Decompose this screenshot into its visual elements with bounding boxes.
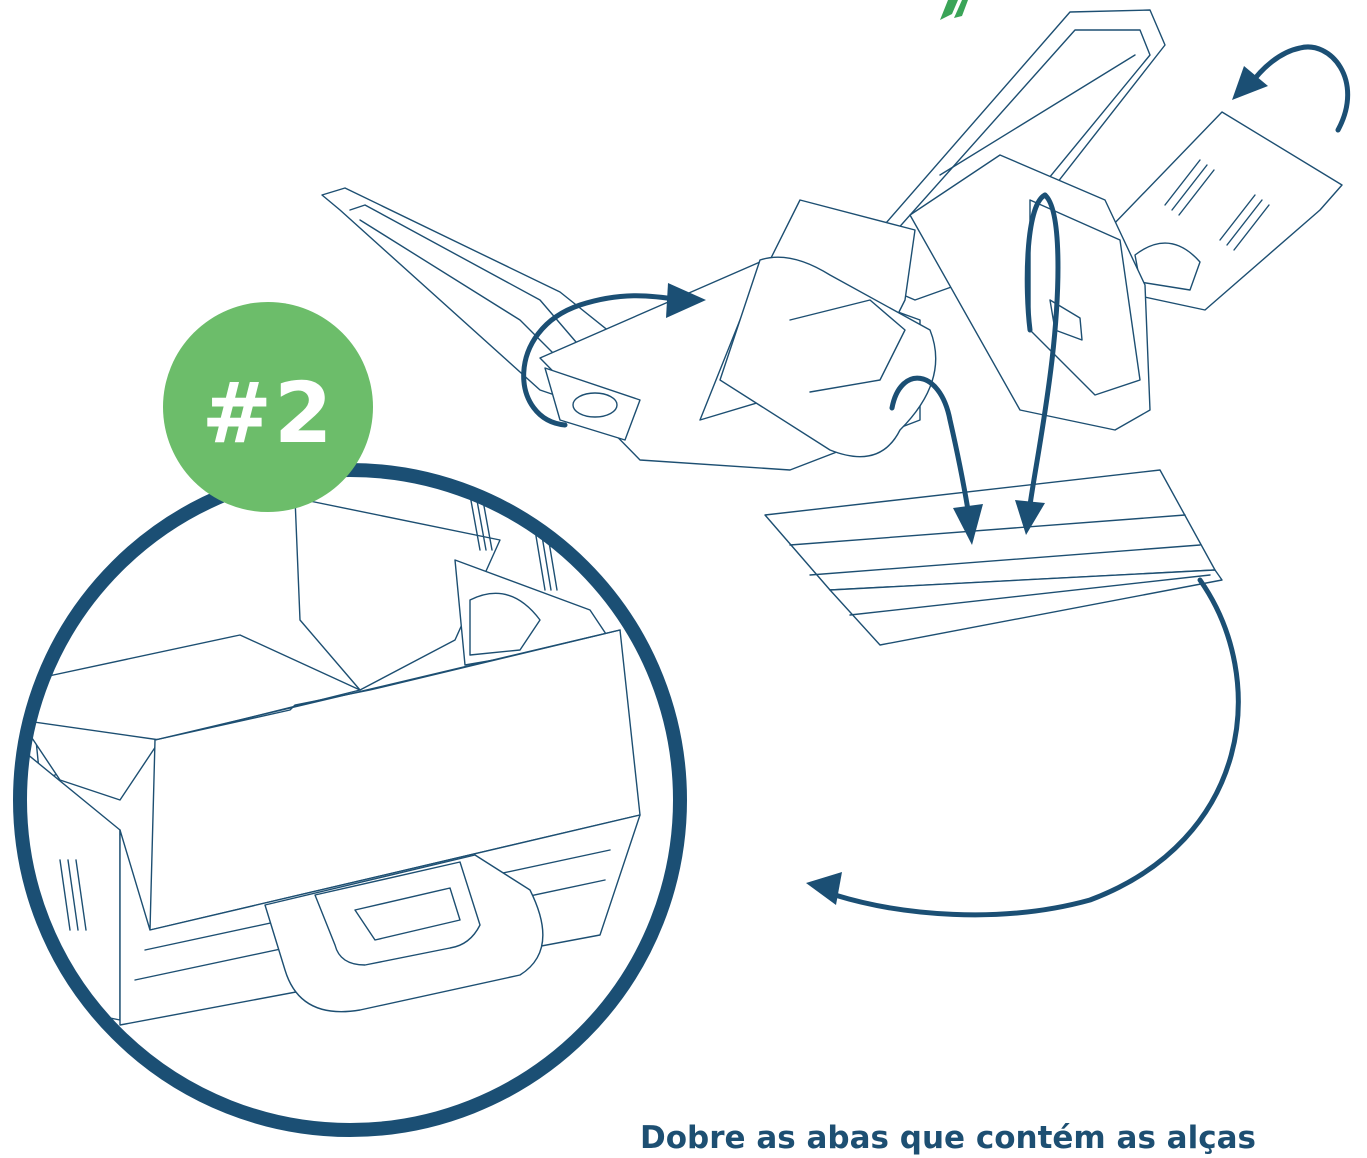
instruction-caption: Dobre as abas que contém as alças xyxy=(640,1118,1360,1158)
green-leaf-mark xyxy=(940,0,968,20)
fold-arrow xyxy=(1232,47,1348,130)
detail-view xyxy=(0,450,700,1150)
step-number: #2 xyxy=(202,364,335,462)
step-number-badge: #2 xyxy=(163,302,373,512)
